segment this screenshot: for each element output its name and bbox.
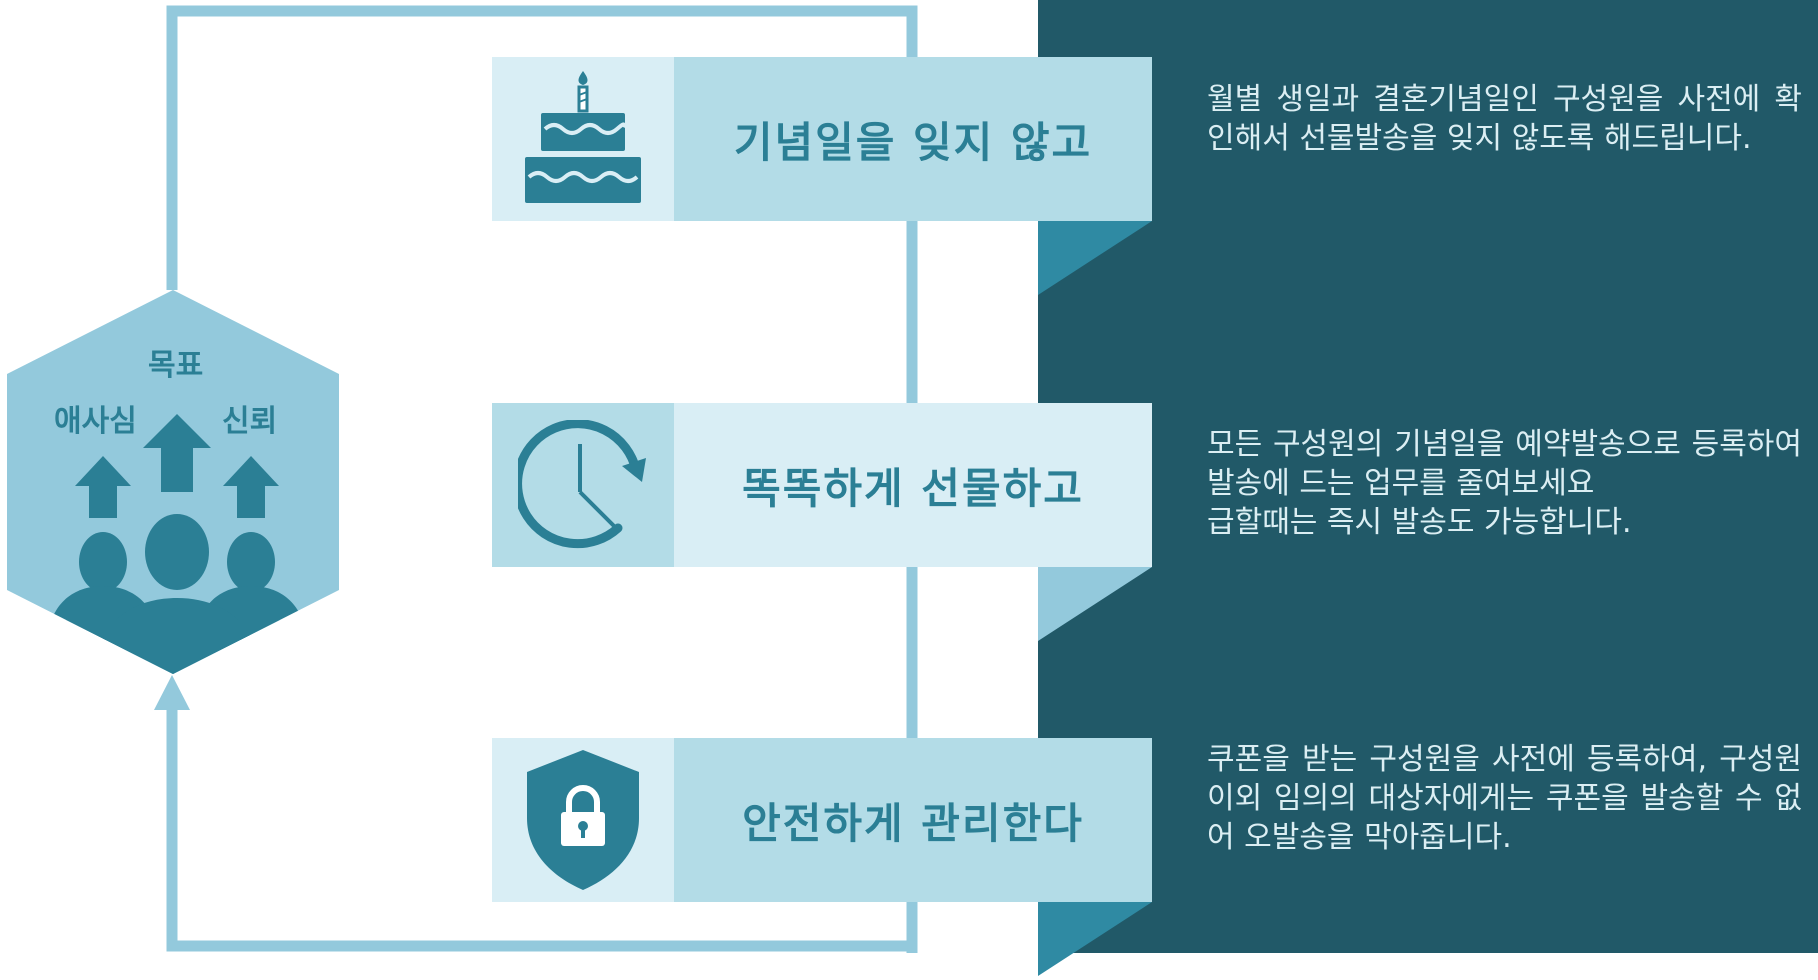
card-icon-box <box>492 403 674 567</box>
cycle-arrow-icon <box>154 675 190 710</box>
card-icon-box <box>492 57 674 221</box>
card-fold <box>1038 567 1152 641</box>
card-title: 안전하게 관리한다 <box>742 798 1084 848</box>
description-panel <box>1038 0 1818 953</box>
shield-lock-icon <box>527 750 639 890</box>
card-title-box: 기념일을 잊지 않고 <box>674 57 1152 221</box>
card-title-box: 똑똑하게 선물하고 <box>674 403 1152 567</box>
card-title: 기념일을 잊지 않고 <box>733 117 1093 167</box>
card-fold <box>1038 902 1152 976</box>
card-description: 월별 생일과 결혼기념일인 구성원을 사전에 확인해서 선물발송을 잊지 않도록… <box>1207 82 1802 156</box>
card-title: 똑똑하게 선물하고 <box>742 463 1084 513</box>
team-arrows-icon <box>37 414 317 674</box>
goal-label: 목표 <box>148 348 204 383</box>
goal-hexagon: 목표 애사심 신뢰 <box>7 290 339 678</box>
card-icon-box <box>492 738 674 902</box>
card-description: 쿠폰을 받는 구성원을 사전에 등록하여, 구성원 이외 임의의 대상자에게는 … <box>1207 742 1802 855</box>
card-smart-gift: 똑똑하게 선물하고 <box>492 403 1152 567</box>
card-fold <box>1038 221 1152 295</box>
loyalty-label: 애사심 <box>54 404 137 439</box>
card-title-box: 안전하게 관리한다 <box>674 738 1152 902</box>
clock-refresh-icon <box>518 420 646 549</box>
card-secure: 안전하게 관리한다 <box>492 738 1152 902</box>
trust-label: 신뢰 <box>222 404 278 439</box>
birthday-cake-icon <box>525 71 641 203</box>
card-description: 모든 구성원의 기념일을 예약발송으로 등록하여 발송에 드는 업무를 줄여보세… <box>1207 427 1802 540</box>
card-anniversary: 기념일을 잊지 않고 <box>492 57 1152 221</box>
